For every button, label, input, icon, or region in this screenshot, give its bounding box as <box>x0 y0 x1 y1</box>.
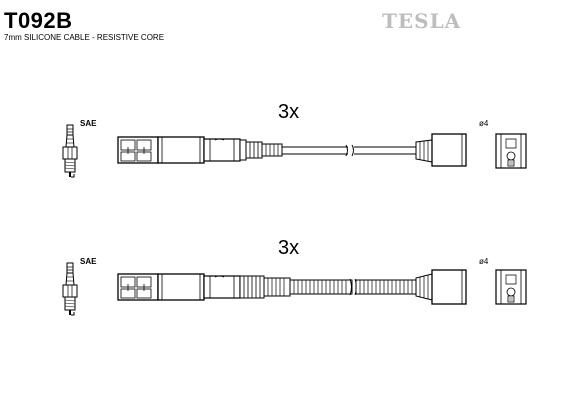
corrugated-sleeve-bottom <box>239 275 417 299</box>
terminal-bottom <box>495 269 527 305</box>
quantity-label-bottom: 3x <box>278 237 300 259</box>
plug-type-label-bottom: SAE <box>80 257 97 266</box>
brand-logo: TESLA <box>382 9 462 33</box>
plug-type-label-top: SAE <box>80 119 97 128</box>
boot-ribs-top <box>239 139 283 161</box>
cable-top <box>282 144 416 157</box>
terminal-diameter-label-bottom: ø4 <box>479 257 489 266</box>
part-number: T092B <box>4 8 73 33</box>
quantity-label-top: 3x <box>278 101 300 123</box>
cable-description: 7mm SILICONE CABLE - RESISTIVE CORE <box>4 33 165 42</box>
plug-boot-bottom <box>117 273 241 301</box>
terminal-top <box>495 133 527 169</box>
spark-plug-top <box>62 124 78 178</box>
spark-plug-bottom <box>62 262 78 316</box>
terminal-diameter-label-top: ø4 <box>479 119 489 128</box>
coil-boot-bottom <box>415 269 467 305</box>
coil-boot-top <box>415 133 467 167</box>
plug-boot-top <box>117 136 241 164</box>
